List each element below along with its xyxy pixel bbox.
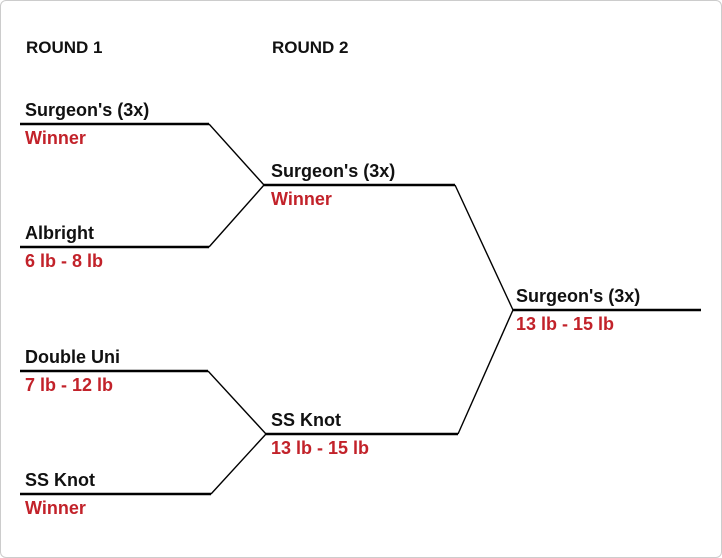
knot-name: SS Knot (25, 470, 95, 490)
result-label: 6 lb - 8 lb (25, 251, 104, 271)
result-label: Winner (25, 498, 86, 518)
result-label: 13 lb - 15 lb (516, 314, 615, 334)
result-label: 7 lb - 12 lb (25, 375, 114, 395)
result-label: 13 lb - 15 lb (271, 438, 370, 458)
connector-line (457, 309, 514, 435)
result-label: Winner (271, 189, 332, 209)
result-label: Winner (25, 128, 86, 148)
connector-line (207, 370, 267, 435)
connector-line (208, 123, 265, 186)
knot-name: SS Knot (271, 410, 341, 430)
knot-name: Double Uni (25, 347, 120, 367)
connector-line (210, 433, 267, 495)
knot-name: Surgeon's (3x) (271, 161, 396, 181)
knot-name: Surgeon's (3x) (516, 286, 641, 306)
connector-line (454, 184, 514, 311)
knot-name: Albright (25, 223, 94, 243)
round1-header: ROUND 1 (26, 38, 103, 57)
round2-header: ROUND 2 (272, 38, 349, 57)
knot-name: Surgeon's (3x) (25, 100, 150, 120)
connector-line (208, 184, 265, 248)
